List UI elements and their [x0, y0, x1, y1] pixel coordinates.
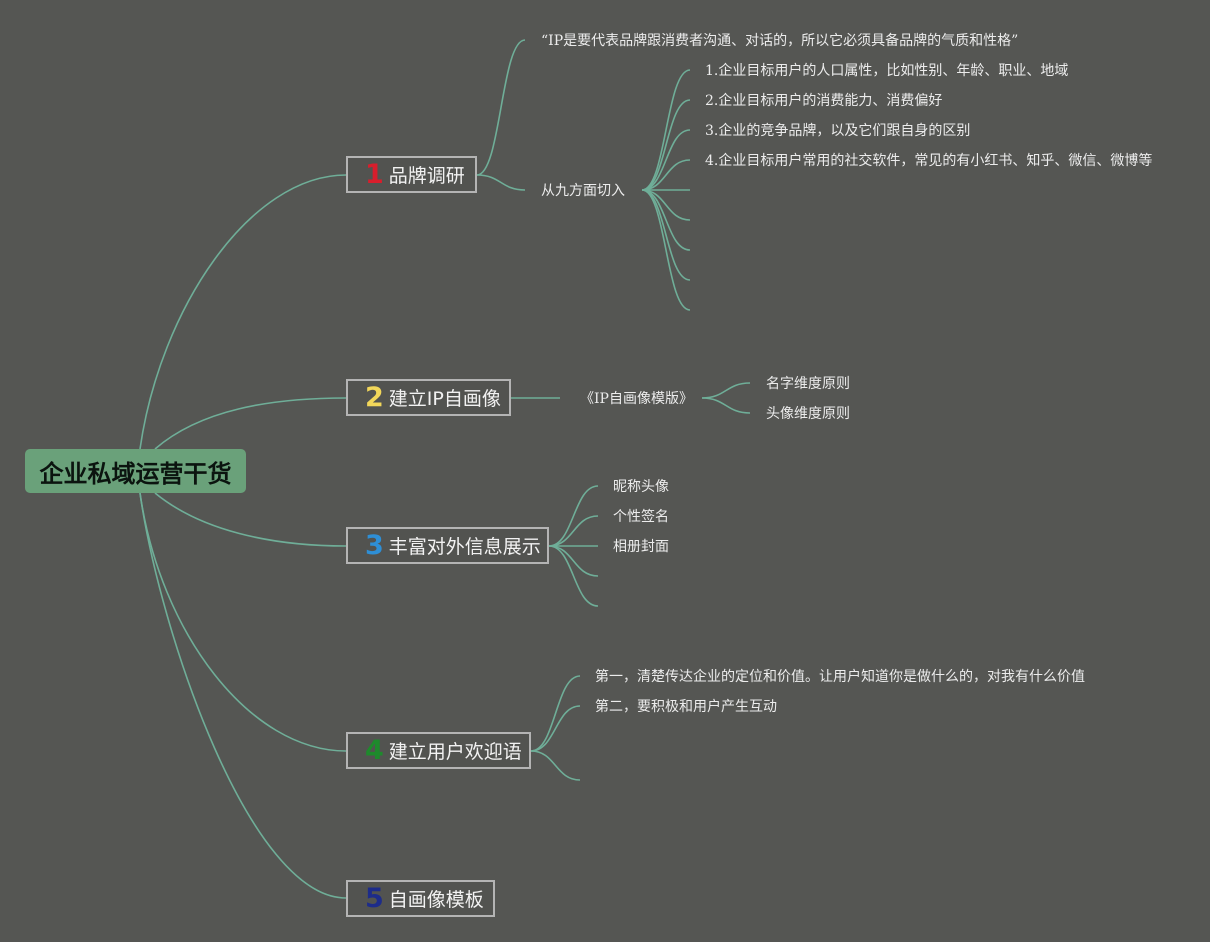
connector-b4-2 [530, 705, 581, 752]
connector-b3-1 [548, 485, 599, 547]
leaf-nickname-avatar: 昵称头像 [613, 479, 669, 495]
leaf-ip-template: 《IP自画像模版》 [580, 391, 693, 407]
branch-ip-portrait[interactable]: 2 建立IP自画像 [346, 379, 511, 416]
connector-root-branch-3 [154, 492, 347, 547]
connector-b4-1 [530, 675, 581, 752]
connector-b3-5 [548, 545, 599, 607]
leaf-name-principle: 名字维度原则 [766, 376, 850, 392]
branch-number-2: 2 [365, 382, 384, 413]
leaf-welcome-second: 第二，要积极和用户产生互动 [595, 699, 777, 715]
connector-aspect-9 [641, 189, 691, 311]
leaf-avatar-principle: 头像维度原则 [766, 406, 850, 422]
branch-welcome-message[interactable]: 4 建立用户欢迎语 [346, 732, 531, 769]
branch-portrait-template[interactable]: 5 自画像模板 [346, 880, 495, 917]
connector-root-branch-1 [139, 174, 347, 450]
branch-number-1: 1 [365, 159, 384, 190]
connector-aspect-2 [641, 99, 691, 191]
aspect-item-2: 2.企业目标用户的消费能力、消费偏好 [705, 93, 943, 109]
aspect-item-3: 3.企业的竞争品牌，以及它们跟自身的区别 [705, 123, 971, 139]
connector-root-branch-5 [139, 492, 347, 899]
connector-b3-2 [548, 515, 599, 547]
leaf-signature: 个性签名 [613, 509, 669, 525]
leaf-nine-aspects: 从九方面切入 [541, 183, 625, 199]
leaf-ip-quote: “IP是要代表品牌跟消费者沟通、对话的，所以它必须具备品牌的气质和性格” [541, 33, 1019, 49]
connector-b3-4 [548, 545, 599, 577]
branch-label-5: 自画像模板 [388, 889, 484, 911]
connector-b2-avatar [701, 397, 751, 414]
branch-number-4: 4 [365, 735, 384, 766]
root-label: 企业私域运营干货 [39, 459, 232, 488]
connector-b1-nine [476, 174, 526, 191]
connector-b1-quote [476, 39, 526, 176]
root-node[interactable]: 企业私域运营干货 [25, 449, 246, 493]
connector-root-branch-2 [154, 397, 347, 450]
leaf-album-cover: 相册封面 [613, 539, 669, 555]
branch-label-4: 建立用户欢迎语 [388, 741, 522, 763]
connector-aspect-4 [641, 159, 691, 191]
connector-aspect-8 [641, 189, 691, 281]
branch-brand-research[interactable]: 1 品牌调研 [346, 156, 477, 193]
branch-number-5: 5 [365, 883, 384, 914]
connector-b2-name [701, 382, 751, 399]
branch-label-3: 丰富对外信息展示 [388, 536, 541, 558]
connector-aspect-3 [641, 129, 691, 191]
branch-label-2: 建立IP自画像 [388, 388, 501, 410]
aspect-item-4: 4.企业目标用户常用的社交软件，常见的有小红书、知乎、微信、微博等 [705, 153, 1153, 169]
connector-b4-3 [530, 750, 581, 781]
branch-number-3: 3 [365, 530, 384, 561]
aspect-item-1: 1.企业目标用户的人口属性，比如性别、年龄、职业、地域 [705, 63, 1069, 79]
branch-label-1: 品牌调研 [388, 165, 465, 187]
connector-aspect-1 [641, 69, 691, 191]
leaf-welcome-first: 第一，清楚传达企业的定位和价值。让用户知道你是做什么的，对我有什么价值 [595, 669, 1085, 685]
connector-aspect-7 [641, 189, 691, 251]
branch-external-info[interactable]: 3 丰富对外信息展示 [346, 527, 549, 564]
connector-root-branch-4 [139, 492, 347, 752]
